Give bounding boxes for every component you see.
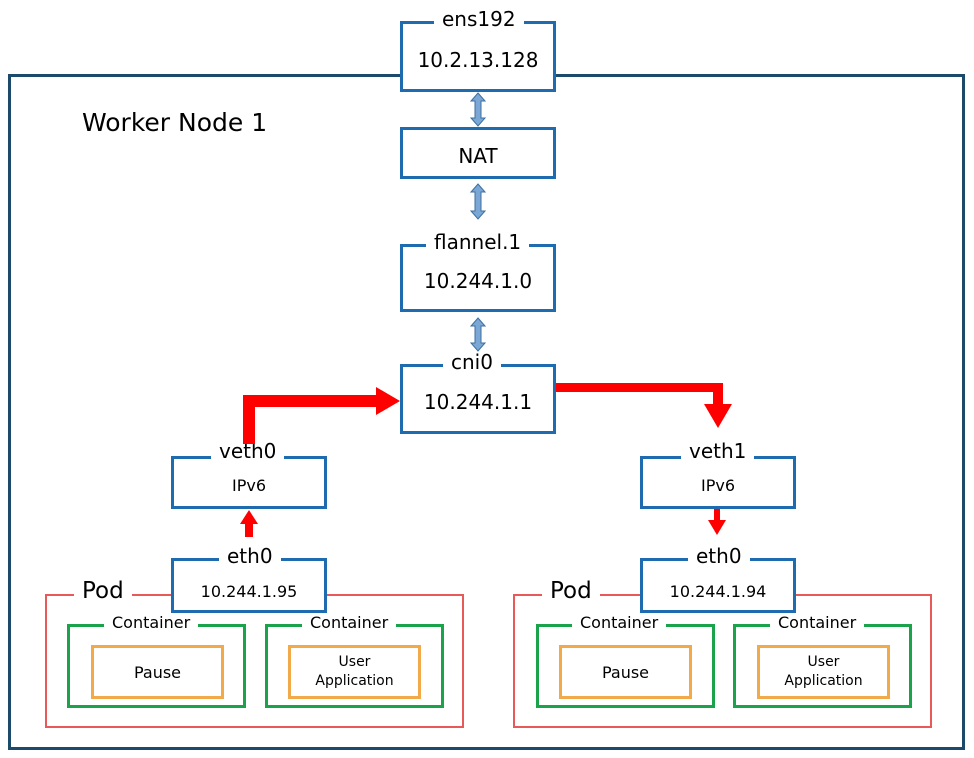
- veth0-interface: IPv6: [171, 456, 327, 509]
- ens192-label: ens192: [434, 9, 524, 29]
- cni0-ip: 10.244.1.1: [423, 390, 533, 414]
- pod-left-label: Pod: [74, 580, 132, 603]
- pod-left-container-label-2: Container: [302, 615, 397, 631]
- veth0-label: veth0: [211, 441, 285, 461]
- flannel-label: flannel.1: [426, 232, 530, 252]
- veth1-label: veth1: [681, 441, 755, 461]
- link-arrow-ens192-nat: [469, 92, 487, 127]
- traffic-arrow-veth1-to-eth0: [708, 509, 726, 535]
- traffic-arrow-eth0-to-veth0: [240, 510, 258, 537]
- ens192-ip: 10.2.13.128: [417, 48, 539, 72]
- pod-right-pause-process: Pause: [559, 645, 692, 699]
- pod-left-eth0-ip: 10.244.1.95: [200, 582, 298, 601]
- link-arrow-nat-flannel: [469, 183, 487, 220]
- pod-right-container-label-2: Container: [770, 615, 865, 631]
- nat-box: NAT: [400, 127, 556, 179]
- veth1-value: IPv6: [700, 476, 735, 495]
- pod-right-eth0-ip: 10.244.1.94: [669, 582, 767, 601]
- pod-right-label: Pod: [542, 580, 600, 603]
- ens192-interface: 10.2.13.128: [400, 21, 556, 92]
- pod-right-eth0-label: eth0: [688, 546, 750, 566]
- pod-right-eth0: 10.244.1.94: [640, 558, 796, 613]
- worker-node-title: Worker Node 1: [82, 108, 268, 137]
- pod-right-container-pause: Pause: [536, 624, 715, 708]
- veth1-interface: IPv6: [640, 456, 796, 509]
- traffic-arrow-cni0-to-veth1: [556, 383, 732, 428]
- pod-right-user-application: User Application: [757, 645, 890, 699]
- pod-left-container-label-1: Container: [104, 615, 199, 631]
- pod-left-eth0-label: eth0: [219, 546, 281, 566]
- flannel-ip: 10.244.1.0: [423, 269, 533, 293]
- cni0-label: cni0: [443, 352, 501, 372]
- pod-left-eth0: 10.244.1.95: [171, 558, 327, 613]
- veth0-value: IPv6: [231, 476, 266, 495]
- nat-label: NAT: [458, 144, 498, 168]
- traffic-arrow-veth0-to-cni0: [243, 387, 400, 444]
- link-arrow-flannel-cni0: [469, 317, 487, 352]
- pod-left-user-application: User Application: [288, 645, 421, 699]
- pod-right-container-label-1: Container: [572, 615, 667, 631]
- pod-left-pause-process: Pause: [91, 645, 224, 699]
